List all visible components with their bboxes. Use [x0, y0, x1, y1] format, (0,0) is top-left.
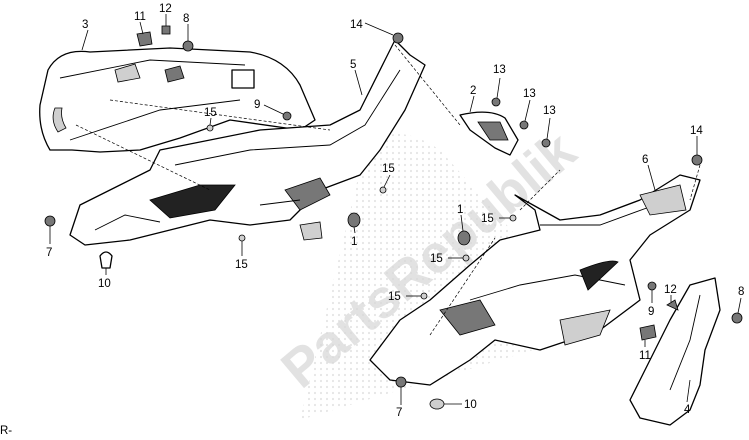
callout-14-right: 14 — [690, 125, 703, 137]
screw-15-e[interactable] — [462, 254, 470, 262]
bolt-7-right[interactable] — [395, 376, 407, 388]
callout-9-left: 9 — [254, 99, 260, 111]
callout-12-upper: 12 — [159, 3, 172, 15]
screw-15-d[interactable] — [509, 214, 517, 222]
callout-1-right: 1 — [457, 204, 463, 216]
callout-12-right: 12 — [664, 284, 677, 296]
callout-8-upper: 8 — [183, 13, 189, 25]
clip-10-left[interactable] — [99, 251, 113, 269]
screw-15-b[interactable] — [379, 186, 387, 194]
bolt-13-c[interactable] — [541, 138, 551, 148]
clip-11-upper[interactable] — [136, 31, 153, 47]
callout-8-right: 8 — [738, 286, 744, 298]
bolt-8-right[interactable] — [731, 312, 743, 324]
bolt-13-b[interactable] — [519, 120, 529, 130]
callout-15-d: 15 — [481, 213, 494, 225]
part-2-small-cover[interactable] — [459, 111, 519, 156]
callout-7-right: 7 — [396, 407, 402, 419]
bolt-7-left[interactable] — [44, 215, 56, 227]
callout-15-b: 15 — [382, 163, 395, 175]
part-3-left-upper-cover[interactable] — [39, 47, 316, 153]
callout-15-a: 15 — [204, 107, 217, 119]
callout-13-a: 13 — [493, 64, 506, 76]
bolt-9-right[interactable] — [647, 281, 657, 291]
part-4-side-piece[interactable] — [629, 277, 721, 426]
callout-11-upper: 11 — [134, 11, 146, 23]
callout-6: 6 — [642, 154, 648, 166]
nut-12-upper[interactable] — [161, 25, 171, 35]
part-5-left-lower-cover[interactable] — [69, 39, 426, 246]
grommet-1-right[interactable] — [457, 230, 471, 246]
callout-4: 4 — [684, 404, 691, 416]
callout-11-right: 11 — [639, 350, 651, 362]
screw-15-f[interactable] — [420, 292, 428, 300]
bolt-14-upper[interactable] — [392, 32, 404, 44]
callout-15-f: 15 — [388, 291, 401, 303]
grommet-1-left[interactable] — [347, 212, 361, 228]
screw-15-c[interactable] — [238, 234, 246, 242]
bolt-9-left[interactable] — [282, 111, 292, 121]
callout-10-left: 10 — [98, 278, 111, 290]
leader-lines — [49, 14, 742, 405]
nut-12-right[interactable] — [666, 299, 679, 311]
callout-5: 5 — [350, 59, 356, 71]
bolt-13-a[interactable] — [491, 97, 501, 107]
corner-mark: R- — [0, 425, 12, 437]
clip-10-right[interactable] — [429, 398, 445, 410]
bolt-8-upper[interactable] — [182, 40, 194, 52]
part-6-right-lower-cover[interactable] — [369, 174, 701, 386]
bolt-14-right[interactable] — [691, 154, 703, 166]
callout-7-left: 7 — [46, 247, 52, 259]
callout-13-c: 13 — [543, 105, 556, 117]
callout-15-e: 15 — [430, 253, 443, 265]
callout-15-c: 15 — [235, 259, 248, 271]
callout-14-upper: 14 — [350, 19, 363, 31]
callout-10-right: 10 — [464, 399, 477, 411]
watermark-dot-field — [300, 134, 600, 420]
callout-1-left: 1 — [351, 236, 357, 248]
callout-3: 3 — [82, 19, 88, 31]
callout-13-b: 13 — [523, 88, 536, 100]
callout-9-right: 9 — [648, 306, 654, 318]
callout-labels: 3 11 12 8 14 5 9 15 15 1 15 7 10 2 13 13… — [0, 3, 744, 437]
screw-15-a[interactable] — [206, 124, 214, 132]
clip-11-right[interactable] — [639, 324, 657, 341]
callout-2: 2 — [470, 85, 476, 97]
